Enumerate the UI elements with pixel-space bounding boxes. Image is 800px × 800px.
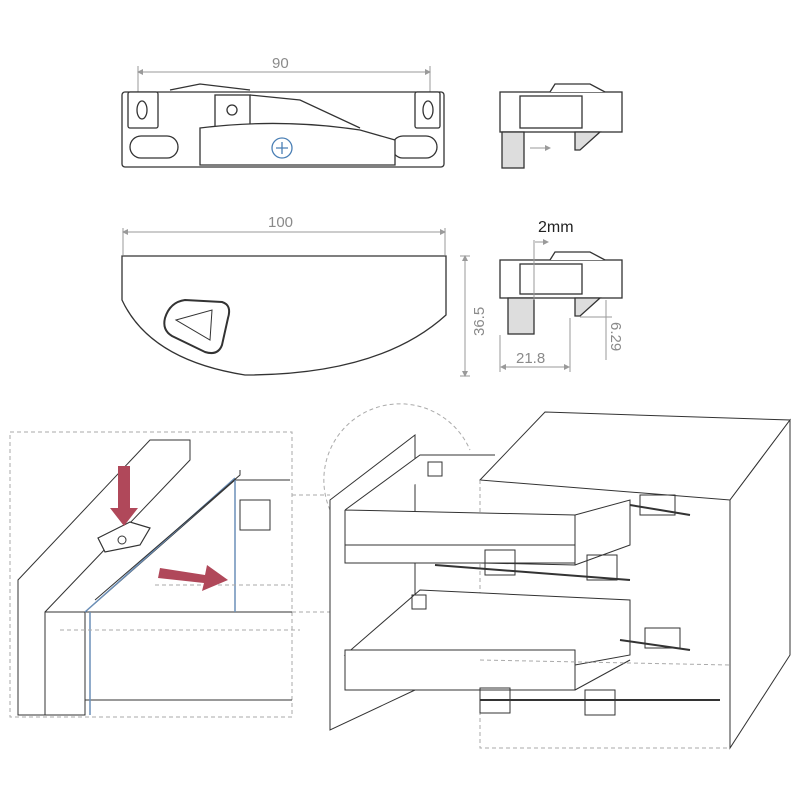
clip-front-view — [121, 66, 445, 168]
dimension-90: 90 — [272, 55, 289, 72]
dimension-36-5: 36.5 — [471, 307, 488, 336]
press-down-arrow — [110, 466, 138, 526]
dimension-2mm: 2mm — [538, 219, 574, 236]
clip-side-view-dimensioned — [499, 239, 623, 372]
slide-arrow — [158, 565, 228, 591]
installation-detail — [9, 431, 300, 718]
cabinet-illustration — [292, 403, 791, 750]
dimension-6-29: 6.29 — [607, 322, 624, 351]
lid-view — [121, 228, 470, 377]
dimension-100: 100 — [268, 214, 293, 231]
clip-side-view-top — [499, 83, 623, 169]
dimension-21-8: 21.8 — [516, 350, 545, 367]
